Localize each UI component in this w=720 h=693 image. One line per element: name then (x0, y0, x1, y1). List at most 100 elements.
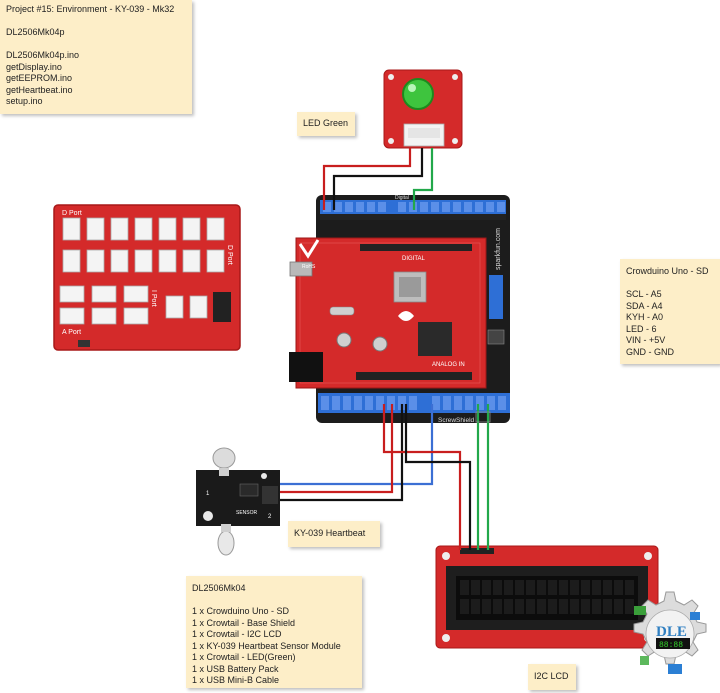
note-project-info: Project #15: Environment - KY-039 - Mk32… (0, 0, 192, 114)
note-parts-line: 1 x Crowtail - LED(Green) (192, 652, 296, 662)
wire-led-black (332, 148, 424, 210)
crowduino-usb-port (289, 261, 313, 277)
note-crowduino-line: VIN - +5V (626, 335, 666, 345)
lcd-character-cell (625, 599, 634, 614)
note-crowduino-line: GND - GND (626, 346, 674, 357)
lcd-character-cell (592, 599, 601, 614)
lcd-character-cell (603, 580, 612, 595)
lcd-character-cell (581, 580, 590, 595)
lcd-character-cell (548, 599, 557, 614)
dle-logo-text: DLE (656, 624, 687, 640)
lcd-character-cell (581, 599, 590, 614)
base-shield-header (213, 292, 231, 322)
lcd-character-cell (537, 599, 546, 614)
lcd-character-cell (471, 599, 480, 614)
note-parts-line (192, 595, 356, 607)
lcd-character-cell (460, 580, 469, 595)
note-project-line (6, 16, 186, 28)
grove-connectors-analog (59, 285, 208, 325)
note-crowduino-line: SCL - A5 (626, 289, 662, 299)
lcd-character-cell (537, 580, 546, 595)
note-parts-line: 1 x Crowtail - Base Shield (192, 617, 296, 628)
note-project-line: DL2506Mk04p (6, 27, 65, 37)
note-heartbeat-label: KY-039 Heartbeat (294, 528, 366, 538)
lcd-character-cell (592, 580, 601, 595)
lcd-character-cell (603, 599, 612, 614)
note-parts-line: 1 x Crowduino Uno - SD (192, 606, 290, 616)
lcd-character-cell (482, 599, 491, 614)
wire-ky039-red (280, 404, 394, 494)
ky039-ir-led-icon (212, 447, 236, 469)
note-project-line: getHeartbeat.ino (6, 84, 73, 95)
ky039-pin-right-label: 2 (268, 514, 272, 520)
crowduino-digital-label: DIGITAL (402, 256, 426, 262)
ky039-module: 1 2 SENSOR (196, 447, 280, 556)
note-crowduino-line (626, 278, 714, 290)
note-project-line: Project #15: Environment - KY-039 - Mk32 (6, 4, 175, 14)
note-project-line: setup.ino (6, 96, 43, 106)
note-parts-line: DL2506Mk04 (192, 583, 246, 593)
lcd-character-cell (526, 580, 535, 595)
screw-shield-brand: sparkfun.com (495, 228, 502, 270)
note-project-line: getDisplay.ino (6, 61, 62, 72)
lcd-character-cell (548, 580, 557, 595)
crowduino-mcu-chip (418, 322, 452, 356)
note-project-line (6, 39, 186, 51)
led-module (383, 69, 463, 149)
note-i2c-lcd: I2C LCD (528, 664, 576, 690)
led-green-icon (402, 78, 434, 110)
note-project-line: DL2506Mk04p.ino (6, 50, 80, 60)
dle-logo: DLE 88:88 (633, 591, 707, 674)
lcd-character-cell (625, 580, 634, 595)
base-shield-dport2-label: D Port (226, 245, 233, 265)
lcd-character-cell (482, 580, 491, 595)
note-led-green: LED Green (297, 112, 355, 136)
screw-terminals-top (320, 200, 506, 220)
lcd-character-cell (570, 580, 579, 595)
wire-lcd-black (404, 404, 472, 550)
note-project-line: getEEPROM.ino (6, 73, 73, 83)
lcd-character-cell (493, 580, 502, 595)
lcd-character-cell (614, 580, 623, 595)
ky039-sensor-label: SENSOR (236, 510, 258, 516)
note-parts-line: 1 x Crowtail - I2C LCD (192, 629, 282, 639)
lcd-character-cell (460, 599, 469, 614)
screw-terminals-bottom (318, 393, 510, 413)
grove-connectors-digital (62, 217, 225, 273)
base-shield-aport-label: A Port (62, 329, 81, 336)
crowduino-capacitor (336, 332, 352, 348)
crowduino-board: RoHS DIGITAL ANALOG IN (289, 237, 487, 389)
lcd-character-cell (493, 599, 502, 614)
lcd-character-cell (515, 580, 524, 595)
dle-logo-digits: 88:88 (659, 641, 683, 650)
crowduino-analog-label: ANALOG IN (432, 362, 465, 368)
lcd-character-cell (515, 599, 524, 614)
lcd-character-cell (559, 580, 568, 595)
note-ky039-heartbeat: KY-039 Heartbeat (288, 521, 380, 547)
note-i2c-label: I2C LCD (534, 671, 569, 681)
screw-shield-digital-label: Digital (395, 195, 409, 201)
lcd-character-cell (471, 580, 480, 595)
ky039-pin-left-label: 1 (206, 491, 210, 497)
note-crowduino-line: Crowduino Uno - SD (626, 266, 709, 276)
lcd-character-cell (526, 599, 535, 614)
screw-shield-label: ScrewShield (438, 417, 475, 424)
note-crowduino-line: LED - 6 (626, 323, 657, 334)
i2c-lcd-module (435, 545, 659, 649)
base-shield-button (78, 340, 90, 347)
note-parts-line: 1 x USB Battery Pack (192, 663, 279, 674)
ky039-photo-transistor-icon (217, 530, 235, 556)
crowduino-power-jack (289, 352, 323, 382)
base-shield-board: D Port D Port A Port I Port (53, 204, 241, 351)
note-crowduino-line: SDA - A4 (626, 300, 663, 311)
lcd-character-cell (504, 580, 513, 595)
lcd-character-cell (570, 599, 579, 614)
base-shield-iport-label: I Port (150, 290, 157, 307)
lcd-character-cell (614, 599, 623, 614)
lcd-character-cell (559, 599, 568, 614)
screw-shield-reset-button (487, 329, 505, 345)
wire-ky039-black (280, 404, 404, 502)
